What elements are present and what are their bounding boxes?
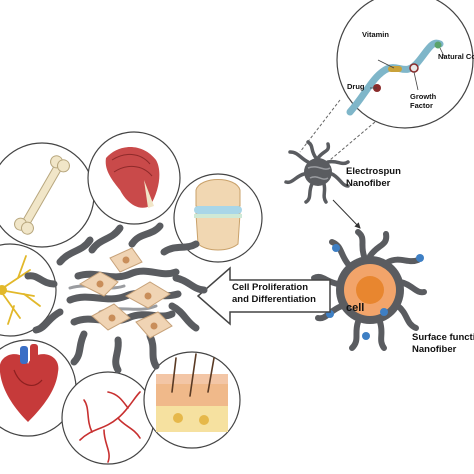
tissue-nerve (0, 243, 57, 337)
tissue-skeletal-muscle (87, 131, 181, 225)
differentiation-arrow (196, 266, 331, 326)
tissue-skin (143, 351, 241, 449)
label-cell-proliferation: Cell Proliferation and Differentiation (232, 282, 316, 306)
cell-nucleus (356, 276, 384, 304)
label-growth-factor: Growth Factor (410, 92, 437, 110)
tissue-heart (0, 339, 77, 437)
label-vitamin: Vitamin (362, 30, 389, 39)
label-drug: Drug (347, 82, 365, 91)
functionalized-nanofiber (311, 229, 427, 351)
label-surface-functionalized: Surface functionalized Nanofiber (412, 332, 474, 356)
prolif-line1: Cell Proliferation (232, 282, 309, 293)
blue-dot (332, 244, 340, 252)
central-scaffold (24, 222, 208, 374)
surface-line1: Surface functionalized (412, 332, 474, 343)
electrospun-line2: Nanofiber (346, 178, 391, 189)
label-cell: cell (346, 302, 365, 314)
label-natural-compound: Natural Compound (438, 52, 474, 61)
tissue-blood-vessels (61, 371, 155, 465)
natural-compound-bead (434, 41, 442, 49)
tissue-cartilage-joint (173, 173, 263, 263)
label-electrospun: Electrospun Nanofiber (346, 166, 401, 190)
electrospun-line1: Electrospun (346, 166, 401, 177)
blue-dot (380, 308, 388, 316)
zoom-line-right (329, 121, 376, 161)
surface-line2: Nanofiber (412, 344, 457, 355)
zoom-line-left (299, 99, 341, 153)
functionalization-arrow (332, 199, 361, 229)
tissue-bone (0, 142, 95, 248)
blue-dot (362, 332, 370, 340)
zoom-circle (336, 0, 474, 129)
electrospun-nanofiber (284, 140, 350, 204)
prolif-line2: and Differentiation (232, 294, 316, 305)
blue-dot (416, 254, 424, 262)
growth-factor-bead (409, 63, 419, 73)
vitamin-bead (388, 66, 402, 72)
